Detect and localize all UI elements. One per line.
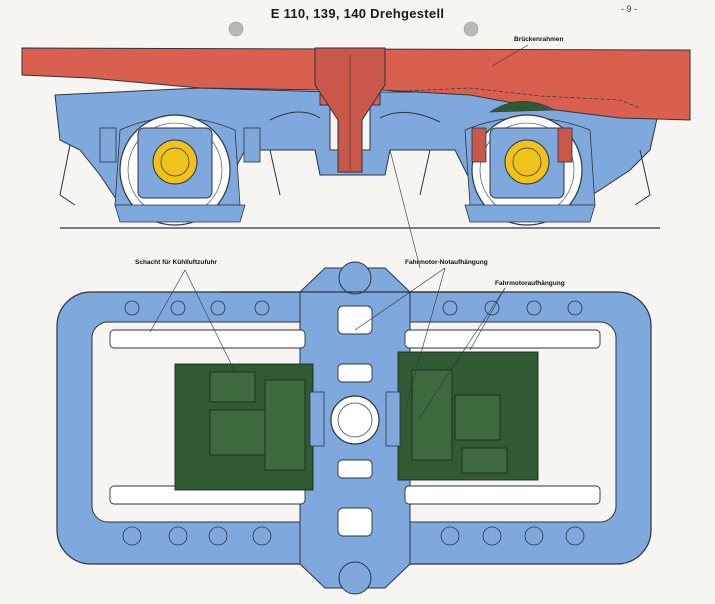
label-motor-suspension: Fahrmotoraufhängung [495, 280, 565, 287]
label-cooling-duct: Schacht für Kühlluftzufuhr [135, 259, 217, 266]
tread-right [464, 204, 596, 223]
page-number: - 9 - [620, 4, 637, 14]
spring-set-left [99, 127, 261, 163]
label-motor-emergency-suspension: Fahrmotor-Notaufhängung [405, 259, 488, 266]
label-bridge-frame: Brückenrahmen [514, 36, 564, 43]
motor-hump [488, 101, 557, 113]
pivot-boss-top [338, 261, 372, 295]
spring-set-right [471, 127, 573, 163]
wheelsets-left [109, 329, 306, 505]
page-title: E 110, 139, 140 Drehgestell [270, 6, 445, 21]
pivot-boss-bottom [338, 561, 372, 595]
side-view [21, 44, 691, 229]
brake-rigging [59, 111, 651, 206]
frame-bolts [122, 300, 585, 546]
punch-hole-right [463, 21, 479, 37]
traction-motor-left [174, 363, 314, 491]
tread-left [114, 204, 246, 223]
gear-units [309, 391, 401, 447]
axle-cap-left [152, 139, 198, 185]
center-beam-cutouts [337, 305, 373, 537]
traction-motor-right [397, 351, 539, 481]
wheelsets-right [404, 329, 601, 505]
punch-hole-left [228, 21, 244, 37]
top-view [56, 149, 652, 595]
leader-lines [149, 149, 506, 421]
axle-cap-right [504, 139, 550, 185]
